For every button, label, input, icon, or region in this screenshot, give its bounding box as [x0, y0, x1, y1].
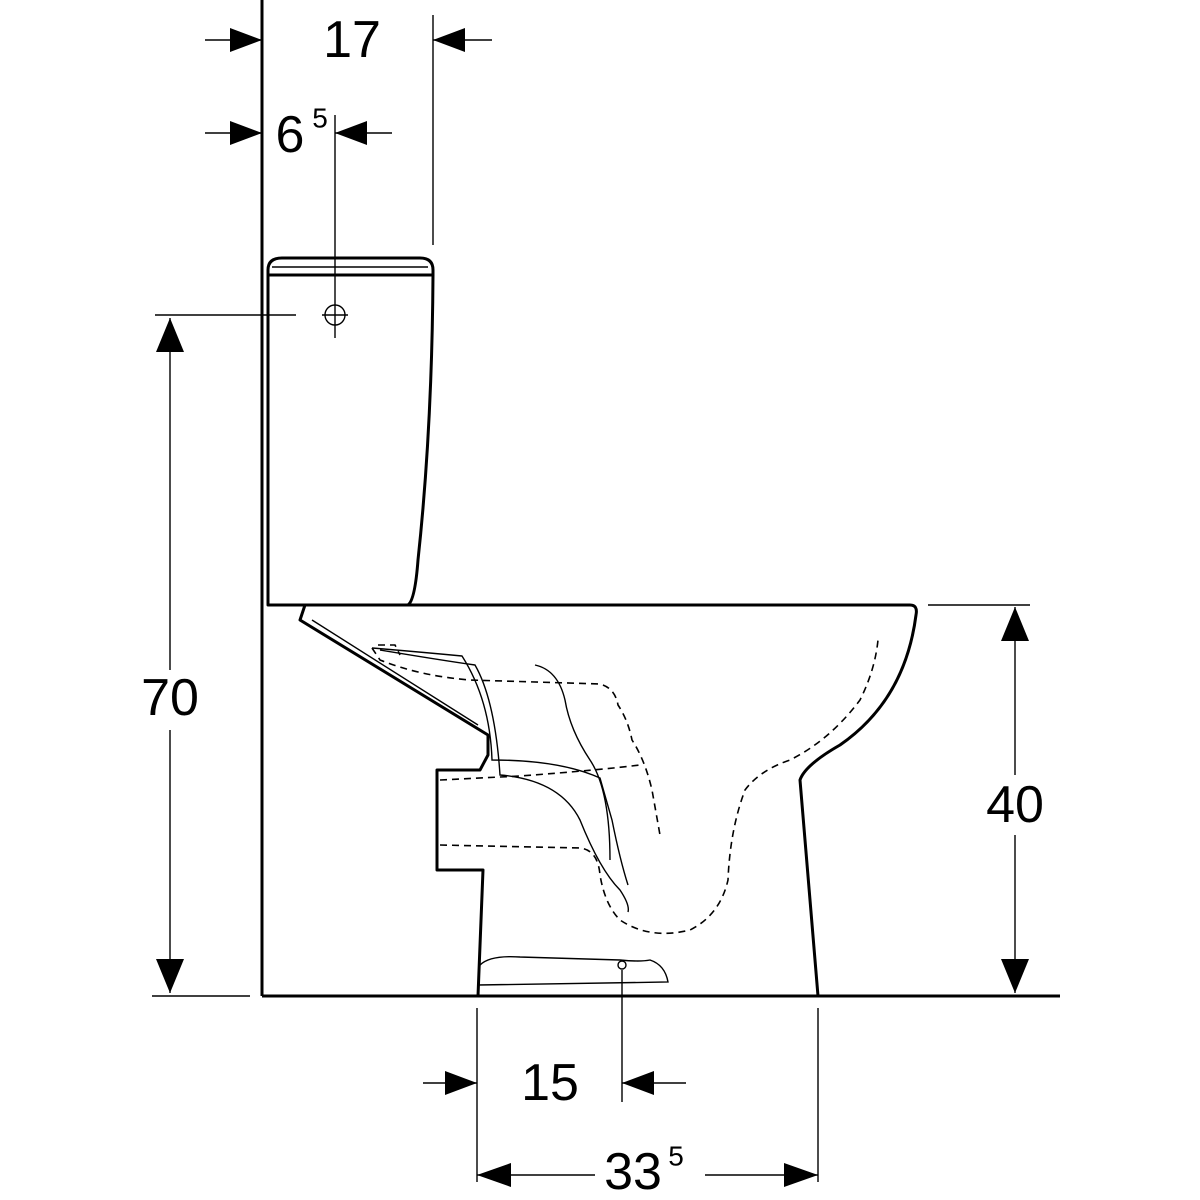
- fixing-foot: [477, 955, 669, 986]
- dimension-tank-depth: 17: [205, 11, 492, 245]
- cistern-body: [266, 274, 435, 607]
- toilet-bowl: [268, 603, 918, 997]
- dimension-label-6: 6: [276, 106, 305, 164]
- dimension-label-15: 15: [521, 1054, 579, 1112]
- water-inlet-marker: [155, 304, 348, 326]
- dimension-seat-height: 40: [928, 604, 1052, 993]
- cistern: [266, 256, 435, 607]
- dimension-inlet-height: 70: [135, 318, 250, 997]
- dimension-fixing-offset: 15: [423, 970, 686, 1182]
- dimension-superscript-5: 5: [312, 103, 328, 134]
- dimension-superscript-5b: 5: [668, 1141, 684, 1172]
- dimension-label-17: 17: [323, 11, 381, 69]
- dimension-label-70: 70: [141, 669, 199, 727]
- dimension-inlet-offset: 6 5: [205, 103, 392, 338]
- dimension-label-40: 40: [986, 776, 1044, 834]
- dimension-foot-depth: 33 5: [477, 1008, 819, 1200]
- cistern-lid: [266, 256, 435, 277]
- dimension-label-33: 33: [604, 1143, 662, 1200]
